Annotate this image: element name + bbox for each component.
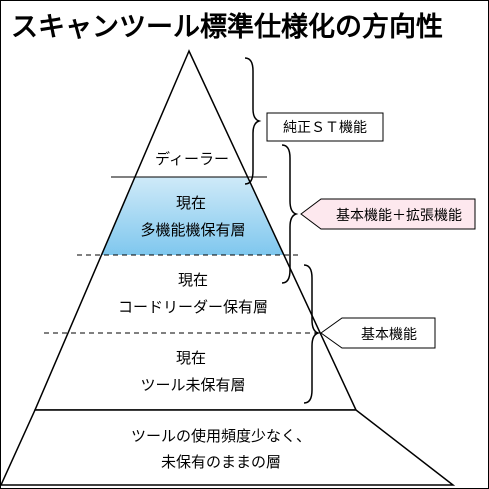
callout-extended-label: 基本機能＋拡張機能 [336,207,462,224]
tier-dealer-label: ディーラー [155,150,229,168]
callout-extended: 基本機能＋拡張機能 [300,198,476,230]
tier-code-label-1: 現在 [178,271,208,289]
tier-code-label-2: コードリーダー保有層 [118,298,268,316]
tier-multi-label-2: 多機能機保有層 [140,221,245,239]
tier-none-label-2: ツール未保有層 [140,376,245,394]
callout-basic: 基本機能 [320,317,436,349]
callout-genuine: 純正ＳＴ機能 [266,112,384,142]
tier-multi-label-1: 現在 [176,194,206,212]
tier-base-label-1: ツールの使用頻度少なく、 [131,427,311,445]
page-title: スキャンツール標準仕様化の方向性 [11,12,443,43]
callout-genuine-label: 純正ＳＴ機能 [283,120,367,136]
brace-genuine [244,57,262,185]
brace-extended [281,144,299,284]
tier-base-label-2: 未保有のままの層 [161,453,281,471]
brace-basic [303,264,321,404]
tier-none-label-1: 現在 [176,349,206,367]
pyramid-base [1,409,456,486]
tier-dealer-band [35,51,356,177]
callout-basic-label: 基本機能 [361,326,417,343]
